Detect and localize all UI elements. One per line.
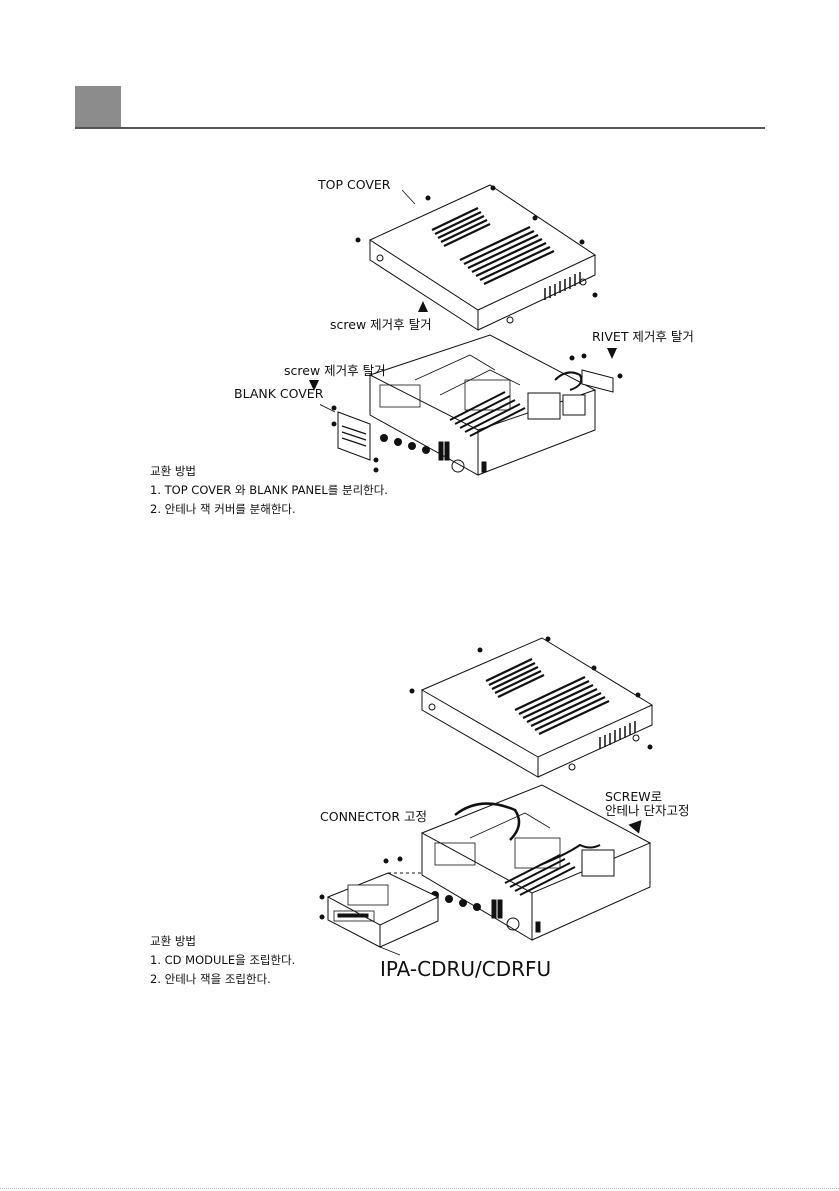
step-item: 1. TOP COVER 와 BLANK PANEL를 분리한다. [150,481,388,500]
steps-title: 교환 방법 [150,932,295,951]
screw-remove-top-label: screw 제거후 탈거 [330,318,432,332]
model-label: IPA-CDRU/CDRFU [380,957,551,981]
screw-antenna-label-line1: SCREW로 [605,790,689,804]
screw-antenna-label-line2: 안테나 단자고정 [605,804,689,818]
rivet-remove-label: RIVET 제거후 탈거 [592,330,694,344]
step-item: 2. 안테나 잭을 조립한다. [150,970,295,989]
cd-module-drawing [320,857,438,947]
figure1-steps: 교환 방법 1. TOP COVER 와 BLANK PANEL를 분리한다. … [150,462,388,519]
section-marker-block [75,86,121,128]
rivet-arrow-icon [607,348,617,359]
header-rule [75,127,765,129]
chassis-drawing [332,335,595,475]
top-cover-label: TOP COVER [318,178,390,192]
step-item: 1. CD MODULE을 조립한다. [150,951,295,970]
screw-remove-blank-label: screw 제거후 탈거 [284,364,386,378]
figure2-steps: 교환 방법 1. CD MODULE을 조립한다. 2. 안테나 잭을 조립한다… [150,932,295,989]
blank-cover-label: BLANK COVER [234,387,323,401]
top-cover-drawing [356,185,597,330]
footer-rule [0,1188,839,1190]
steps-title: 교환 방법 [150,462,388,481]
step-item: 2. 안테나 잭 커버를 분해한다. [150,500,388,519]
lift-arrow-icon [418,301,428,312]
screw-antenna-label: SCREW로 안테나 단자고정 [605,790,689,818]
top-cover-drawing [410,637,652,777]
connector-label: CONNECTOR 고정 [320,810,427,824]
